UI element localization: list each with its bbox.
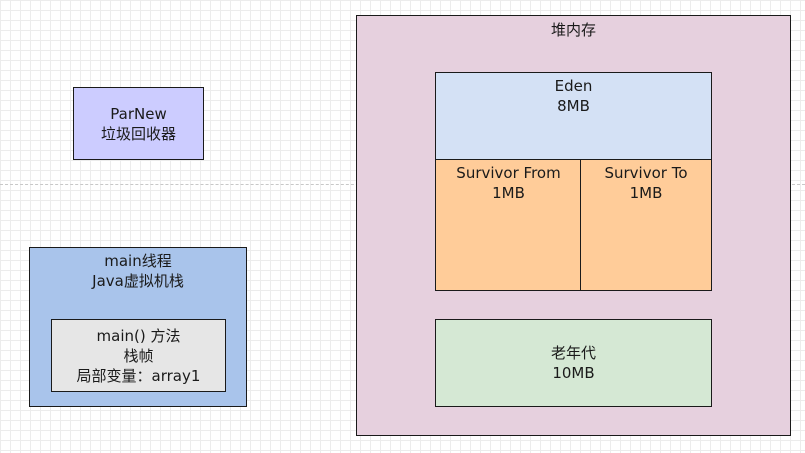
frame-local-variable: 局部变量：array1 [76, 366, 201, 385]
frame-method: main() 方法 [96, 326, 181, 345]
survivor-to-region: Survivor To 1MB [580, 159, 712, 291]
eden-size: 8MB [557, 97, 590, 115]
parnew-name: ParNew [110, 104, 167, 123]
parnew-collector-box: ParNew 垃圾回收器 [73, 87, 204, 160]
parnew-label: 垃圾回收器 [100, 124, 176, 143]
heap-title: 堆内存 [550, 21, 596, 39]
survivor-from-region: Survivor From 1MB [435, 159, 582, 291]
survivor-to-name: Survivor To [604, 164, 688, 182]
survivor-from-size: 1MB [492, 184, 525, 202]
old-gen-size: 10MB [552, 364, 595, 382]
main-method-frame-box: main() 方法 栈帧 局部变量：array1 [51, 319, 226, 392]
eden-name: Eden [554, 77, 593, 95]
eden-region: Eden 8MB [435, 72, 712, 161]
old-gen-name: 老年代 [550, 344, 596, 362]
survivor-from-name: Survivor From [456, 164, 561, 182]
survivor-to-size: 1MB [629, 184, 663, 202]
frame-label: 栈帧 [123, 346, 154, 365]
old-generation-region: 老年代 10MB [435, 319, 712, 407]
thread-name: main线程 [104, 252, 172, 270]
thread-stack-label: Java虚拟机栈 [92, 272, 184, 290]
